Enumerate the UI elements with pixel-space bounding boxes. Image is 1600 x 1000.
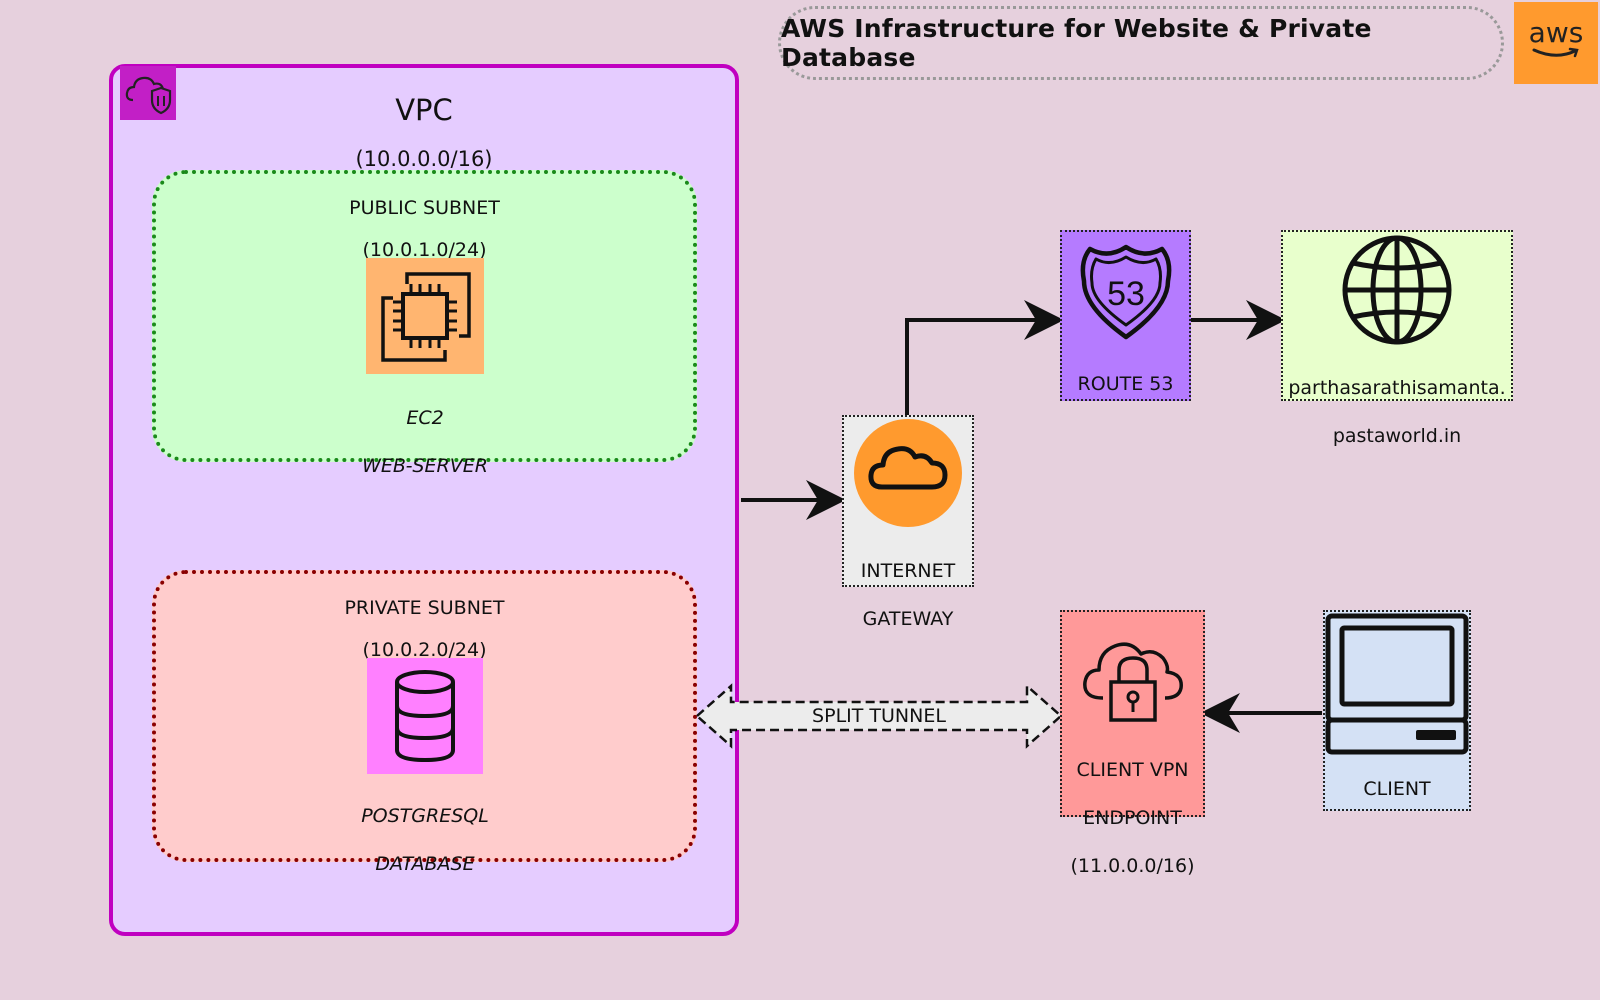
private-subnet-title: PRIVATE SUBNET (10.0.2.0/24)	[152, 578, 697, 681]
computer-icon	[1323, 612, 1471, 756]
internet-gateway-label-line1: INTERNET	[860, 560, 956, 582]
client-vpn-label: CLIENT VPN ENDPOINT (11.0.0.0/16)	[1060, 734, 1205, 902]
route53-label: ROUTE 53	[1077, 373, 1174, 395]
ec2-label-line1: EC2	[406, 407, 444, 429]
internet-gateway-label-line2: GATEWAY	[862, 608, 954, 630]
database-label: POSTGRESQL DATABASE	[300, 780, 550, 900]
private-subnet-cidr: (10.0.2.0/24)	[362, 639, 487, 661]
public-subnet-name: PUBLIC SUBNET	[349, 197, 500, 219]
ec2-label-line2: WEB-SERVER	[362, 455, 488, 477]
database-label-line2: DATABASE	[375, 853, 475, 875]
client-label: CLIENT	[1363, 778, 1431, 800]
route53-shield-icon: 53	[1070, 236, 1181, 346]
vpc-name: VPC	[395, 93, 453, 127]
vpc-cidr: (10.0.0.0/16)	[355, 147, 493, 171]
public-subnet-title: PUBLIC SUBNET (10.0.1.0/24)	[152, 178, 697, 281]
domain-label-line2: pastaworld.in	[1332, 425, 1462, 447]
ec2-chip-icon	[366, 258, 484, 374]
split-tunnel-arrow	[695, 683, 1063, 749]
domain-label-line1: parthasarathisamanta.	[1288, 377, 1506, 399]
globe-icon	[1337, 232, 1457, 348]
route53-badge: 53	[1107, 275, 1145, 313]
private-subnet-name: PRIVATE SUBNET	[344, 597, 505, 619]
vpc-title: VPC (10.0.0.0/16)	[109, 74, 739, 191]
client-node	[1323, 610, 1471, 811]
vpn-cloud-lock-icon	[1074, 630, 1192, 730]
diagram-title-text: AWS Infrastructure for Website & Private…	[781, 14, 1372, 72]
client-vpn-label-line3: (11.0.0.0/16)	[1070, 855, 1195, 877]
aws-logo: aws	[1514, 2, 1598, 84]
client-vpn-label-line1: CLIENT VPN	[1076, 759, 1189, 781]
client-vpn-label-line2: ENDPOINT	[1083, 807, 1182, 829]
database-label-line1: POSTGRESQL	[361, 805, 489, 827]
public-subnet	[152, 170, 697, 462]
database-icon	[367, 658, 483, 774]
public-subnet-cidr: (10.0.1.0/24)	[362, 239, 487, 261]
ec2-label: EC2 WEB-SERVER	[300, 382, 550, 502]
domain-label: parthasarathisamanta. pastaworld.in	[1281, 352, 1513, 472]
arrow-igw-to-route53	[905, 300, 1064, 418]
vpc-cloud-shield-icon	[120, 66, 176, 120]
internet-gateway-cloud-icon	[852, 417, 964, 529]
aws-logo-text: aws	[1528, 16, 1584, 49]
internet-gateway-label: INTERNET GATEWAY	[842, 535, 974, 655]
diagram-title: AWS Infrastructure for Website & Private…	[778, 6, 1504, 80]
split-tunnel-label: SPLIT TUNNEL	[812, 705, 946, 727]
aws-smile-icon	[1532, 47, 1579, 58]
